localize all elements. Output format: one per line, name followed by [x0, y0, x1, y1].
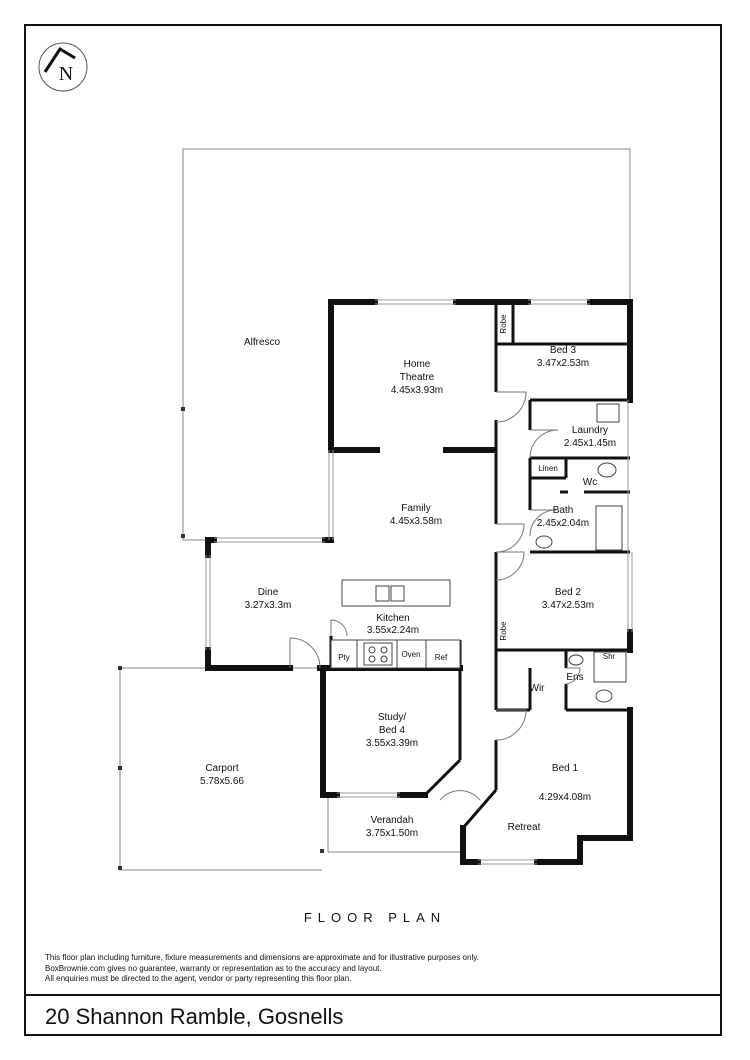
oven-label: Oven — [401, 650, 420, 659]
bed1-label: Bed 1 — [552, 763, 579, 774]
disclaimer: This floor plan including furniture, fix… — [45, 953, 695, 985]
laundry-size: 2.45x1.45m — [564, 438, 616, 449]
laundry-label: Laundry — [572, 425, 608, 436]
bath-size: 2.45x2.04m — [537, 518, 589, 529]
study-label-2: Bed 4 — [379, 725, 406, 736]
carport-label: Carport — [205, 763, 239, 774]
retreat-label: Retreat — [508, 822, 541, 833]
home-theatre-label-2: Theatre — [400, 372, 435, 383]
door-swings — [289, 391, 581, 801]
footer-divider — [26, 994, 722, 996]
bed2-label: Bed 2 — [555, 587, 582, 598]
room-labels: Alfresco Home Theatre 4.45x3.93m Robe Be… — [200, 314, 616, 839]
linen-label: Linen — [538, 464, 558, 473]
kitchen-island — [341, 579, 451, 607]
windows — [205, 299, 633, 865]
ref-label: Ref — [435, 653, 448, 662]
bath-label: Bath — [553, 505, 574, 516]
disclaimer-line: This floor plan including furniture, fix… — [45, 953, 479, 962]
laundry-tub-icon — [596, 403, 620, 423]
wc-toilet-icon — [597, 462, 617, 478]
family-size: 4.45x3.58m — [390, 516, 442, 527]
home-theatre-size: 4.45x3.93m — [391, 385, 443, 396]
kitchen-size: 3.55x2.24m — [367, 625, 419, 636]
kitchen-label: Kitchen — [376, 613, 409, 624]
bath-tub-icon — [595, 505, 623, 551]
shower-icon — [593, 651, 627, 683]
compass-letter: N — [59, 63, 73, 85]
alfresco-label: Alfresco — [244, 337, 281, 348]
cooktop-icon — [363, 642, 393, 666]
kitchen-counter — [330, 639, 461, 669]
bath-basin-icon — [535, 535, 553, 549]
robe-mid-label: Robe — [499, 621, 508, 641]
interior-walls — [329, 302, 630, 829]
ens-label: Ens — [566, 672, 583, 683]
dine-label: Dine — [258, 587, 279, 598]
ens-basin-icon — [568, 654, 584, 666]
page-frame — [24, 24, 722, 1036]
post-markers — [118, 407, 324, 870]
verandah-label: Verandah — [371, 815, 414, 826]
disclaimer-line: All enquiries must be directed to the ag… — [45, 974, 352, 984]
robe-top-label: Robe — [499, 314, 508, 334]
home-theatre-label-1: Home — [404, 359, 431, 370]
bed2-size: 3.47x2.53m — [542, 600, 594, 611]
property-address: 20 Shannon Ramble, Gosnells — [45, 1004, 344, 1029]
study-label-1: Study/ — [378, 712, 407, 723]
disclaimer-line: BoxBrownie.com gives no guarantee, warra… — [45, 963, 382, 973]
family-label: Family — [401, 503, 430, 514]
bed3-size: 3.47x2.53m — [537, 358, 589, 369]
north-compass-icon: N — [38, 42, 88, 92]
carport-size: 5.78x5.66 — [200, 776, 244, 787]
shr-label: Shr — [603, 652, 616, 661]
kitchen-fixtures — [330, 579, 461, 669]
sink-icon — [375, 585, 405, 602]
bathroom-fixtures — [535, 403, 627, 703]
ens-toilet-icon — [595, 689, 613, 703]
pty-label: Pty — [338, 653, 350, 662]
bed3-label: Bed 3 — [550, 345, 577, 356]
wc-label: Wc — [583, 477, 597, 488]
study-size: 3.55x3.39m — [366, 738, 418, 749]
dine-size: 3.27x3.3m — [245, 600, 292, 611]
plan-title: FLOOR PLAN — [303, 910, 447, 925]
wir-label: Wir — [530, 683, 546, 694]
bed1-size: 4.29x4.08m — [539, 792, 591, 803]
verandah-size: 3.75x1.50m — [366, 828, 418, 839]
